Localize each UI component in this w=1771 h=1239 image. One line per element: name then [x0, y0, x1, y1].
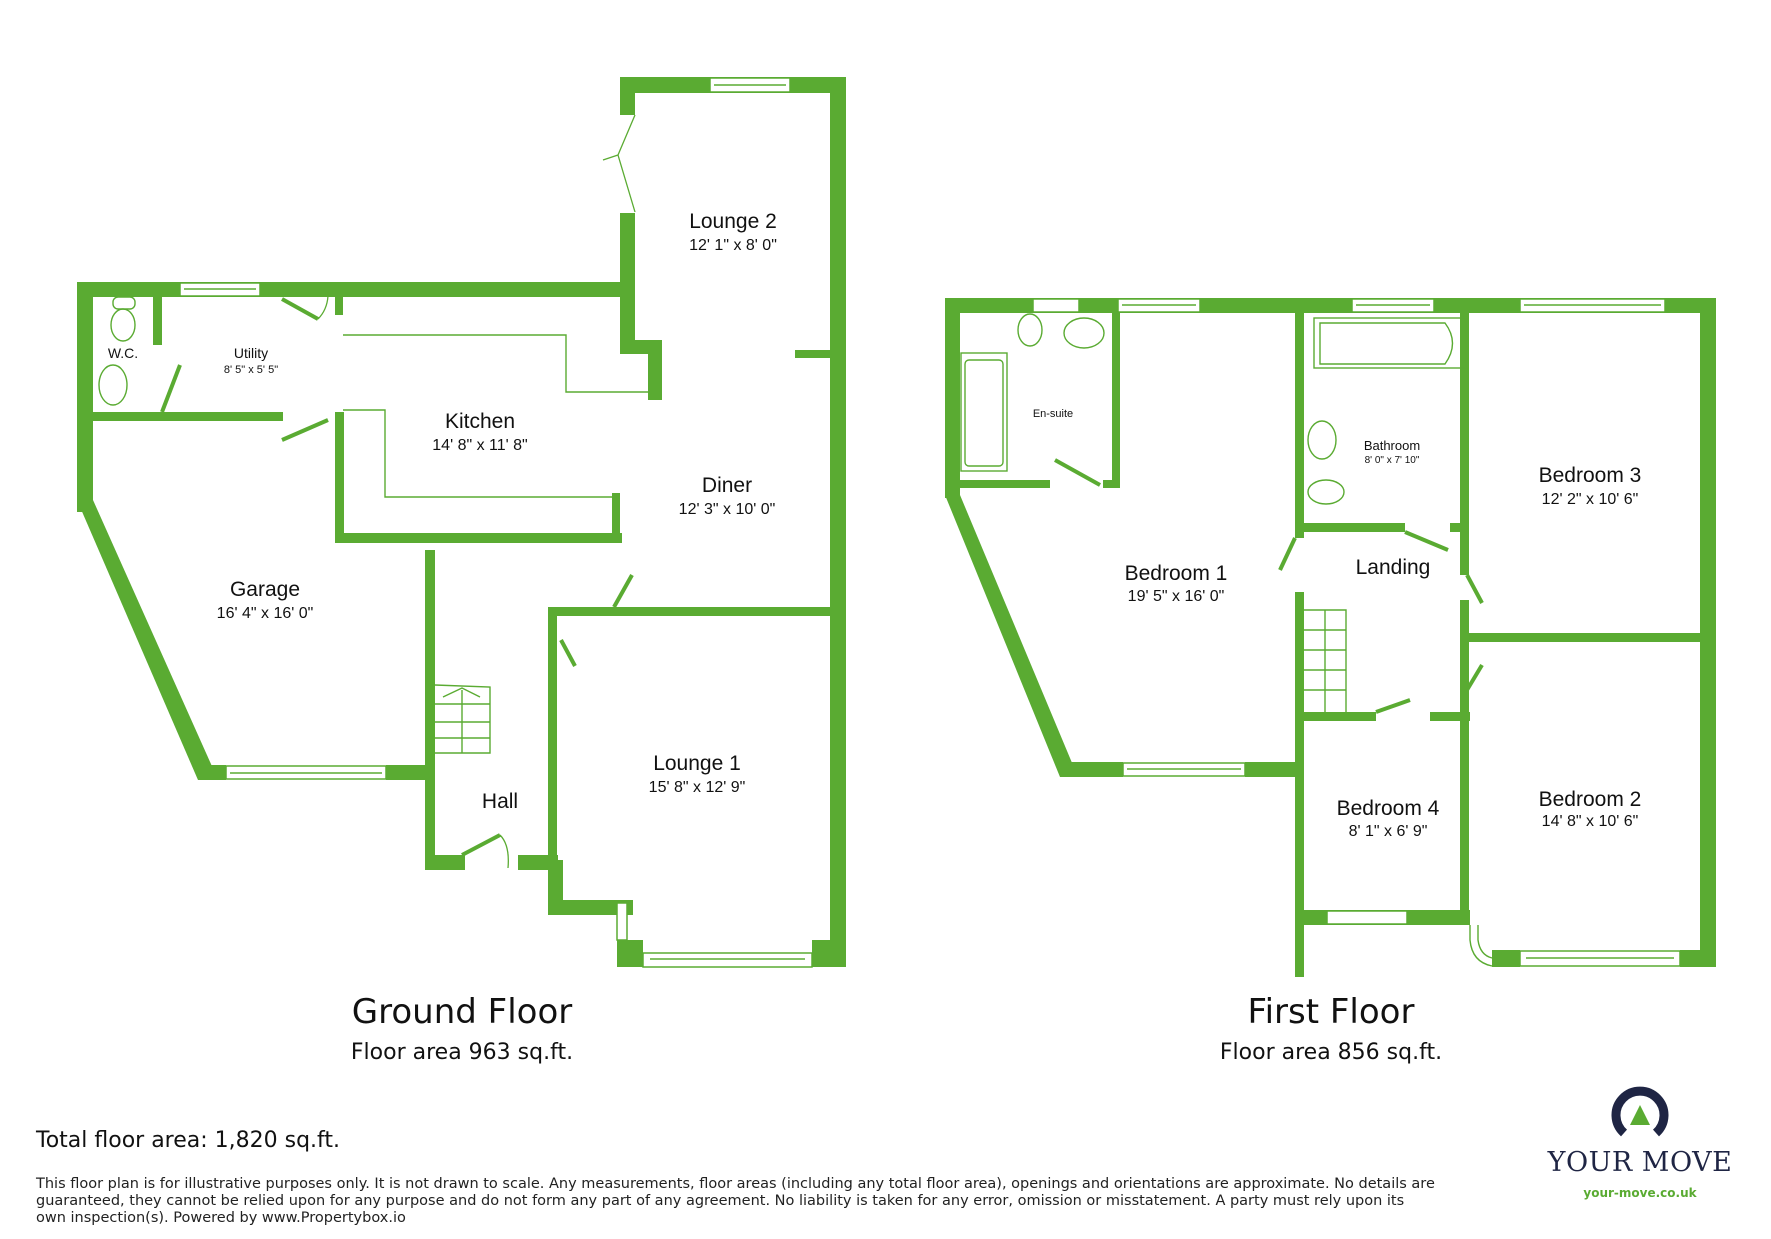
room-dims-kitchen: 14' 8" x 11' 8" [432, 437, 527, 454]
logo-brand-name: YOUR MOVE [1547, 1147, 1733, 1178]
room-label-lounge-1: Lounge 1 [653, 752, 741, 775]
room-label-bedroom-1: Bedroom 1 [1125, 562, 1228, 585]
room-label-garage: Garage [230, 578, 300, 601]
your-move-logo: YOUR MOVE your-move.co.uk [1540, 1085, 1740, 1200]
stairs-icon [1304, 609, 1347, 712]
room-label-lounge-2: Lounge 2 [689, 210, 777, 233]
room-label-bedroom-3: Bedroom 3 [1539, 464, 1642, 487]
ground-floor-plan: Lounge 2 12' 1" x 8' 0" W.C. Utility 8' … [77, 77, 846, 968]
your-move-logo-icon [1611, 1086, 1669, 1137]
room-label-diner: Diner [702, 474, 752, 497]
room-dims-diner: 12' 3" x 10' 0" [679, 501, 776, 518]
room-dims-utility: 8' 5" x 5' 5" [224, 364, 278, 376]
logo-url[interactable]: your-move.co.uk [1583, 1186, 1697, 1200]
room-dims-garage: 16' 4" x 16' 0" [217, 605, 314, 622]
room-label-landing: Landing [1356, 556, 1431, 579]
room-dims-lounge-1: 15' 8" x 12' 9" [649, 779, 746, 796]
stairs-icon [434, 684, 491, 754]
room-label-utility: Utility [234, 345, 268, 361]
room-label-bathroom: Bathroom [1364, 438, 1420, 453]
room-label-bedroom-2: Bedroom 2 [1539, 788, 1642, 811]
room-label-wc: W.C. [108, 345, 138, 361]
room-dims-lounge-2: 12' 1" x 8' 0" [689, 237, 777, 254]
room-label-bedroom-4: Bedroom 4 [1337, 797, 1440, 820]
first-floor-plan: En-suite Bathroom 8' 0" x 7' 10" Bedroom… [945, 298, 1716, 977]
room-dims-bathroom: 8' 0" x 7' 10" [1365, 455, 1420, 466]
room-dims-bedroom-3: 12' 2" x 10' 6" [1542, 491, 1639, 508]
room-label-en-suite: En-suite [1033, 408, 1073, 420]
first-floor-title: First Floor [1247, 992, 1415, 1032]
ground-floor-title: Ground Floor [351, 992, 573, 1032]
room-label-kitchen: Kitchen [445, 410, 515, 433]
room-dims-bedroom-4: 8' 1" x 6' 9" [1349, 823, 1428, 840]
room-dims-bedroom-1: 19' 5" x 16' 0" [1128, 588, 1225, 605]
total-floor-area: Total floor area: 1,820 sq.ft. [36, 1128, 341, 1153]
room-label-hall: Hall [482, 790, 518, 813]
disclaimer-text: This floor plan is for illustrative purp… [36, 1176, 1435, 1226]
ground-floor-area: Floor area 963 sq.ft. [350, 1040, 574, 1065]
first-floor-area: Floor area 856 sq.ft. [1219, 1040, 1443, 1065]
room-dims-bedroom-2: 14' 8" x 10' 6" [1542, 813, 1639, 830]
